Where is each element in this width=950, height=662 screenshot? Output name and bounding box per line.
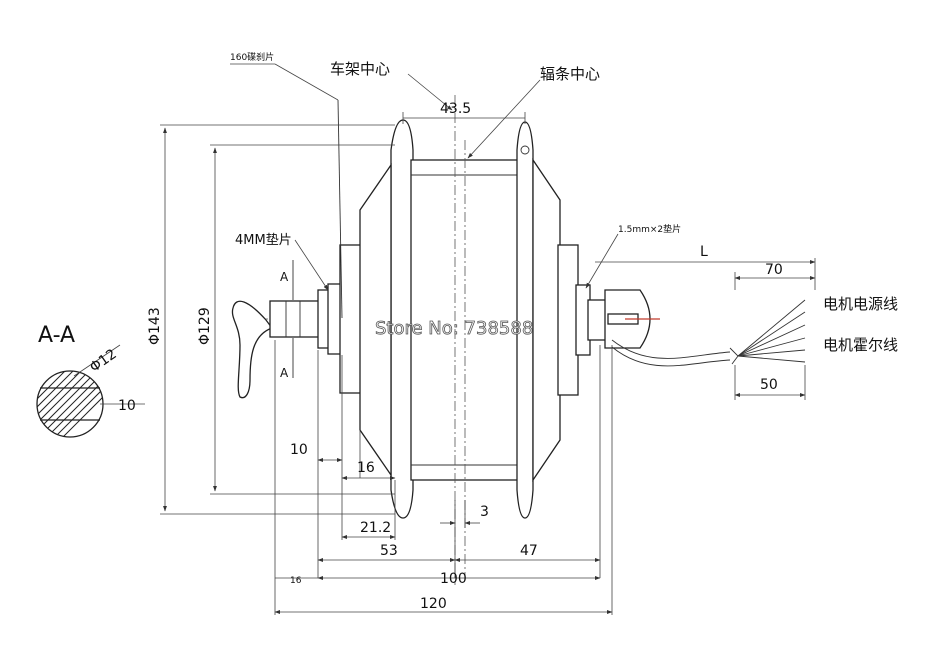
section-flat-label: 10 [118, 398, 136, 414]
section-markers: A A [280, 260, 294, 380]
spoke-center-label: 辐条中心 [540, 65, 600, 83]
dim-43-5: 43.5 [440, 101, 471, 117]
callouts: 160碟刹片 车架中心 辐条中心 4MM垫片 1.5mm×2垫片 L 电机电源线… [230, 51, 898, 354]
dim-50: 50 [760, 377, 778, 393]
dim-100: 100 [440, 571, 467, 587]
left-flange [390, 119, 414, 519]
watermark: Store No: 738588 [375, 318, 534, 340]
section-a-a: A-A Φ12 10 [36, 323, 145, 438]
washer-1-5mm-label: 1.5mm×2垫片 [618, 223, 681, 235]
dim-21-2: 21.2 [360, 520, 391, 536]
section-hatch [37, 371, 103, 437]
dim-70: 70 [765, 262, 783, 278]
dim-16: 16 [357, 460, 375, 476]
watermark-text: Store No: 738588 [375, 318, 533, 339]
hall-cable-label: 电机霍尔线 [823, 336, 898, 354]
dim-53: 53 [380, 543, 398, 559]
dimensions: 43.5 Φ143 Φ129 70 50 10 [147, 101, 816, 615]
dim-120: 120 [420, 596, 447, 612]
dim-10: 10 [290, 442, 308, 458]
dim-d143: Φ143 [147, 307, 163, 345]
dim-3: 3 [480, 504, 489, 520]
motor-drum [410, 159, 522, 481]
right-flange [516, 121, 534, 519]
section-marker-top: A [280, 270, 289, 284]
power-cable-label: 电机电源线 [823, 295, 898, 313]
dim-47: 47 [520, 543, 538, 559]
brake-disc-label: 160碟刹片 [230, 51, 274, 63]
cable [611, 299, 806, 367]
quick-release-lever [231, 300, 274, 399]
dim-d129: Φ129 [197, 307, 213, 345]
section-title: A-A [38, 323, 75, 348]
frame-center-label: 车架中心 [330, 60, 390, 78]
section-diameter-label: Φ12 [87, 346, 120, 376]
dim-16-small: 16 [290, 576, 302, 586]
motor-body [231, 95, 660, 585]
cable-length-label: L [700, 244, 708, 260]
washer-4mm-label: 4MM垫片 [235, 232, 292, 248]
section-marker-bottom: A [280, 366, 289, 380]
